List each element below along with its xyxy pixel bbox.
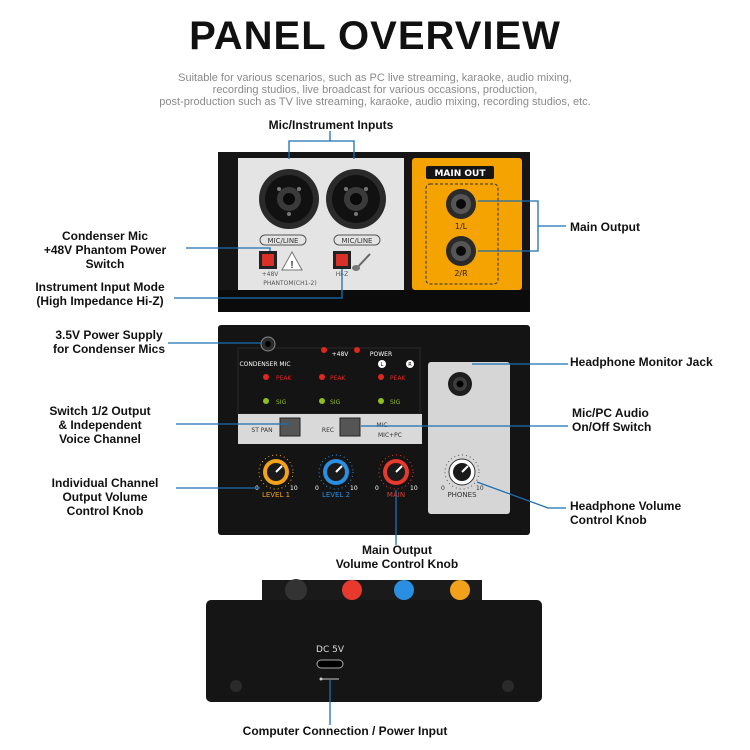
indicator-l: L [381,362,384,368]
callout-supply-line1: 3.5V Power Supply [55,328,163,342]
callout-micpc-line1: Mic/PC Audio [572,406,649,420]
level-1-knob[interactable] [258,454,294,490]
subtitle-line: Suitable for various scenarios, such as … [178,72,572,84]
st-pan-button[interactable] [279,417,301,437]
plus48v-led-label: +48V [332,351,350,358]
callout-mic-inputs: Mic/Instrument Inputs [268,118,394,132]
phantom-power-switch[interactable] [259,251,277,269]
callout-switch12-line2: & Independent [58,418,142,432]
out-1l-label: 1/L [455,222,468,231]
callout-phantom-line1: Condenser Mic [61,229,148,243]
level1-label: LEVEL 1 [262,491,290,499]
guitar-icon [352,253,371,271]
scale-max: 10 [410,485,418,492]
power-label: POWER [370,351,392,358]
callout-micpc-line2: On/Off Switch [572,420,652,434]
rear-panel [206,579,542,702]
mic-pc-label: MIC+PC [378,432,402,439]
indicator-r: R [408,362,412,368]
page-title: PANEL OVERVIEW [189,14,561,58]
combo-jack-2[interactable] [326,169,386,229]
scale-min: 0 [315,485,319,492]
usb-icon [319,677,339,681]
callout-lines [168,131,568,725]
condenser-power-jack[interactable] [260,336,276,352]
out-2r-label: 2/R [454,269,468,278]
level-2-knob[interactable] [318,454,354,490]
scale-min: 0 [375,485,379,492]
usb-c-port[interactable] [316,659,344,669]
callout-hpvol-line2: Control Knob [570,513,647,527]
callout-hiz-line2: (High Impedance Hi-Z) [36,294,164,308]
peak-label-3: PEAK [390,375,407,382]
callout-mainvol-line1: Main Output [362,543,432,557]
main-volume-knob[interactable] [378,454,414,490]
callout-switch12-line1: Switch 1/2 Output [49,404,151,418]
sig-label-2: SIG [330,399,341,406]
svg-text:!: ! [290,260,293,271]
main-out-plate [412,158,522,290]
main-out-label: MAIN OUT [434,169,486,179]
callout-hiz: Instrument Input Mode (High Impedance Hi… [28,280,172,308]
callout-chvol-line3: Control Knob [66,504,144,518]
hiz-switch[interactable] [333,251,351,269]
phones-label: PHONES [447,491,477,499]
condenser-mic-label: CONDENSER MIC [239,361,290,368]
warning-icon: ! [281,250,303,271]
st-pan-label: ST PAN [251,427,272,434]
page-subtitle: Suitable for various scenarios, such as … [110,72,640,108]
callout-hp-jack: Headphone Monitor Jack [570,355,713,369]
callout-mainvol: Main Output Volume Control Knob [316,543,478,571]
callout-supply-line2: for Condenser Mics [52,342,166,356]
scale-max: 10 [290,485,298,492]
headphone-jack[interactable] [448,372,472,396]
mic-pc-button[interactable] [339,417,361,437]
scale-max: 10 [350,485,358,492]
mic-line-label-1: MIC/LINE [268,237,299,245]
callout-main-output: Main Output [570,220,640,234]
main-out-jack-2r[interactable] [446,236,476,266]
subtitle-line: post-production such as TV live streamin… [159,96,591,108]
callout-chvol: Individual Channel Output Volume Control… [40,476,170,518]
phantom-label: PHANTOM(CH1-2) [263,280,316,287]
subtitle-line: recording studios, live broadcast for va… [212,84,538,96]
callout-chvol-line1: Individual Channel [51,476,159,490]
callout-phantom: Condenser Mic +48V Phantom Power Switch [30,229,180,271]
callout-micpc: Mic/PC Audio On/Off Switch [572,406,651,434]
callout-chvol-line2: Output Volume [62,490,148,504]
scale-min: 0 [441,485,445,492]
callout-switch12: Switch 1/2 Output & Independent Voice Ch… [38,404,162,446]
sig-label-1: SIG [276,399,287,406]
callout-computer: Computer Connection / Power Input [242,724,448,738]
headphone-volume-knob[interactable] [444,454,480,490]
callout-supply: 3.5V Power Supply for Condenser Mics [46,328,172,356]
callout-hiz-line1: Instrument Input Mode [35,280,165,294]
dc-5v-label: DC 5V [316,645,345,655]
sig-label-3: SIG [390,399,401,406]
main-out-jack-1l[interactable] [446,189,476,219]
level2-label: LEVEL 2 [322,491,350,499]
combo-jack-1[interactable] [259,169,319,229]
peak-label-1: PEAK [276,375,293,382]
scale-max: 10 [476,485,484,492]
mic-line-label-2: MIC/LINE [342,237,373,245]
rec-label: REC [322,427,334,434]
callout-mainvol-line2: Volume Control Knob [335,557,459,571]
callout-phantom-line2: +48V Phantom Power Switch [43,243,167,271]
callout-hpvol-line1: Headphone Volume [570,499,682,513]
plus48v-label: +48V [262,271,280,278]
peak-label-2: PEAK [330,375,347,382]
callout-hpvol: Headphone Volume Control Knob [570,499,681,527]
callout-switch12-line3: Voice Channel [59,432,141,446]
